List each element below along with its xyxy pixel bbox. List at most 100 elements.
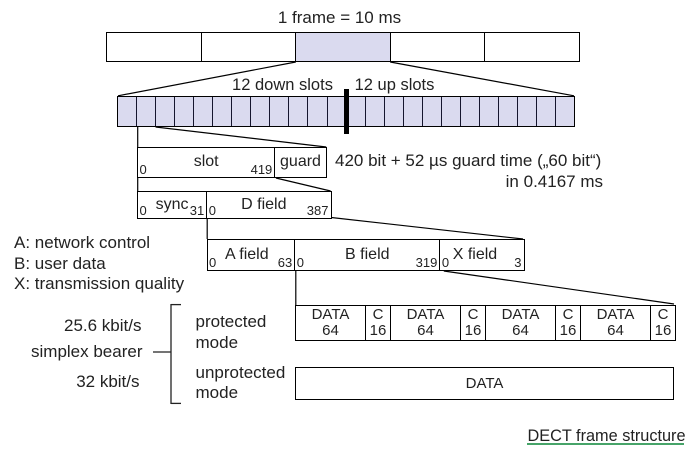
caption-underline (526, 442, 685, 446)
cell-name: DATA (311, 306, 350, 324)
slot-label: slot (193, 153, 219, 171)
cell-name: C (467, 306, 479, 324)
up-slots-label: 12 up slots (354, 75, 435, 94)
slot-cell-10 (289, 96, 309, 126)
cell-name: DATA (596, 306, 635, 324)
slot-cell-8 (251, 96, 271, 126)
slot-cell-13 (347, 96, 366, 126)
x-field-label: X field (452, 245, 498, 263)
protected-rate-label: 25.6 kbit/s (64, 316, 142, 335)
sync-label: sync (155, 195, 189, 213)
frame-segment-1 (107, 32, 202, 61)
legend-x-field: X: transmission quality (14, 274, 185, 294)
unprotected-mode-row: DATA (295, 367, 674, 400)
caption: DECT frame structure (527, 426, 686, 445)
slot-cell-24 (556, 97, 574, 127)
a-field-end-bit: 63 (277, 254, 293, 270)
slot-cell-21 (499, 96, 518, 126)
sync-start-bit: 0 (139, 202, 147, 218)
a-field-start-bit: 0 (209, 254, 217, 270)
fan-abx-right (331, 216, 524, 240)
slot-cell-9 (270, 96, 290, 126)
slot-cell-6 (213, 96, 233, 126)
slot-cell-1 (118, 96, 138, 126)
d-field-start-bit: 0 (208, 202, 216, 218)
slot-cell-17 (423, 96, 442, 126)
cell-bits: 64 (417, 321, 434, 339)
field-legend: A: network control B: user data X: trans… (14, 233, 184, 295)
cell-name: C (657, 306, 669, 324)
slot-cell-7 (232, 96, 252, 126)
bearer-label: simplex bearer (31, 342, 143, 361)
frame-segment-4 (391, 32, 486, 61)
unprotected-data-label: DATA (465, 375, 504, 392)
cell-bits: 16 (464, 321, 482, 339)
a-field-box: A field 0 63 (208, 239, 296, 270)
x-field-start-bit: 0 (441, 254, 450, 270)
b-field-label: B field (345, 245, 390, 263)
slot-cell-16 (404, 96, 423, 126)
b-field-box: B field 0 319 (295, 239, 441, 270)
cell-bits: 16 (559, 321, 577, 339)
frame-segment-3 (296, 32, 391, 61)
cell-bits: 16 (369, 321, 387, 339)
slot-cell-14 (366, 96, 385, 126)
d-field-label: D field (241, 195, 287, 213)
slot-cell-3 (156, 96, 176, 126)
slot-cell-2 (137, 96, 157, 126)
legend-a-field: A: network control (14, 233, 151, 252)
b-field-end-bit: 319 (415, 254, 438, 270)
legend-b-field: B: user data (14, 253, 106, 273)
slot-cell-18 (442, 96, 461, 126)
cell-bits: 64 (607, 321, 624, 339)
slot-cell-4 (175, 96, 195, 126)
slot-start-bit: 0 (139, 162, 147, 177)
slot-cell-22 (518, 96, 538, 126)
cell-name: DATA (406, 306, 445, 324)
guard-time-note: 420 bit + 52 µs guard time („60 bit“) (335, 151, 602, 171)
fan-slot-right (155, 126, 327, 148)
cell-bits: 64 (512, 321, 529, 339)
d-field-box: D field 0 387 (207, 192, 330, 218)
d-field-end-bit: 387 (306, 202, 329, 218)
abx-fields-row: A field 0 63 B field 0 319 X field 0 3 (206, 238, 525, 271)
cell-bits: 16 (654, 321, 672, 339)
fan-protected-right (443, 270, 675, 305)
down-slots-label: 12 down slots (232, 75, 333, 94)
cell-name: DATA (501, 306, 540, 324)
slot-end-bit: 419 (250, 162, 273, 177)
b-field-start-bit: 0 (296, 254, 304, 270)
sync-dfield-row: sync 0 31 D field 0 387 (137, 190, 332, 219)
protected-mode-label: protected mode (195, 312, 267, 353)
guard-label: guard (280, 153, 321, 171)
down-up-divider (344, 88, 350, 135)
a-field-label: A field (225, 245, 269, 263)
slot-cell-5 (194, 96, 214, 126)
slot-cell-23 (537, 96, 557, 126)
slot-cell-19 (461, 96, 480, 126)
fan-sync-right (275, 177, 331, 192)
cell-bits: 64 (322, 321, 339, 339)
frame-bar (106, 31, 580, 62)
frame-segment-2 (202, 32, 297, 61)
frame-title: 1 frame = 10 ms (277, 8, 402, 28)
x-field-box: X field 0 3 (440, 240, 523, 270)
cell-name: C (562, 306, 574, 324)
slot-duration-note: in 0.4167 ms (505, 171, 603, 191)
slot-cell-20 (480, 96, 499, 126)
cell-name: C (372, 306, 384, 324)
slot-guard-row: slot 0 419 guard (137, 146, 327, 178)
sync-box: sync 0 31 (138, 191, 208, 218)
frame-segment-5 (485, 33, 579, 62)
unprotected-mode-label: unprotected mode (195, 362, 286, 402)
x-field-end-bit: 3 (514, 254, 522, 270)
